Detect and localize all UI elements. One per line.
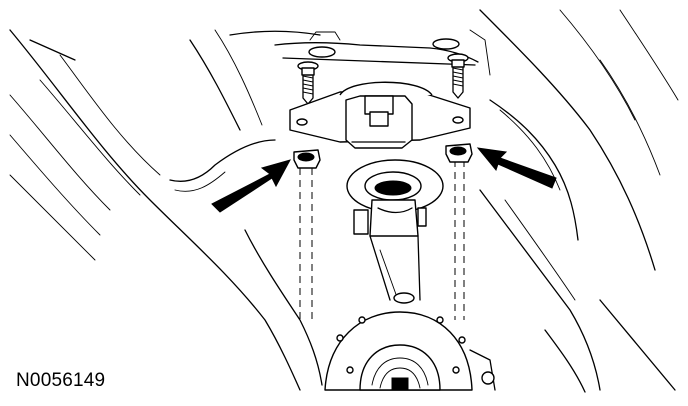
body-panel-right [469,9,679,393]
mount-isolator [346,159,444,237]
left-callout-arrow [211,159,292,213]
right-nut [445,143,473,163]
figure-id-label: N0056149 [16,370,106,391]
link-rod [369,235,421,304]
left-nut [293,149,321,169]
right-bolt [432,38,469,99]
alignment-lines [299,160,465,320]
mount-bracket [289,81,471,149]
wheel-hub [324,311,496,391]
body-panel-left [9,29,323,391]
right-callout-arrow [476,147,557,189]
